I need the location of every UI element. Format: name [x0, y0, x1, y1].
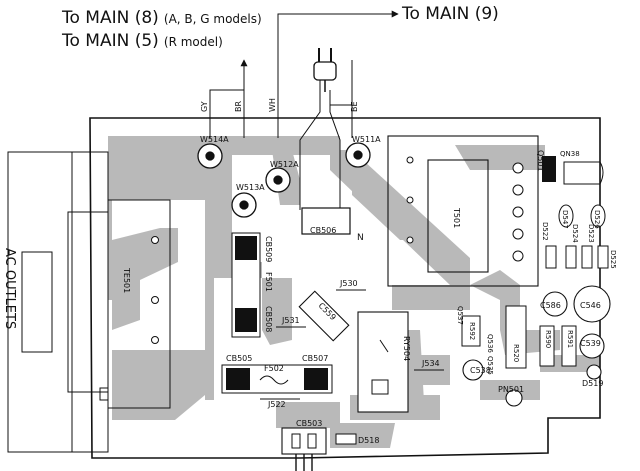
d524-label: D524: [571, 224, 579, 243]
d518-label: D518: [358, 436, 379, 445]
j522-label: J522: [267, 400, 286, 409]
wire-eyelets: [197, 142, 371, 218]
wire-label-gy: GY: [200, 101, 209, 112]
leader-lines: [209, 10, 399, 210]
to-main-5-note: (R model): [163, 35, 223, 49]
cb506-n-label: N: [357, 233, 364, 243]
qn38-label: QN38: [560, 150, 580, 158]
capacitors: [462, 285, 611, 407]
d523-label: D523: [587, 224, 595, 243]
f502-label: F502: [264, 364, 284, 373]
r590-label: R590: [544, 330, 552, 348]
cb508-label: CB508: [264, 306, 273, 332]
r592-label: R592: [468, 322, 476, 340]
c586-label: C586: [540, 301, 561, 310]
f501-label: F501: [264, 272, 273, 292]
fuse-f502-assembly: [221, 364, 333, 394]
transformer-pins: [406, 156, 524, 262]
to-main-9-text: To MAIN (9): [402, 4, 499, 24]
j534-label: J534: [421, 359, 440, 368]
to-main-8-label: To MAIN (8) (A, B, G models): [62, 8, 262, 28]
t501-label: T501: [452, 207, 461, 228]
cb503-label: CB503: [296, 419, 322, 428]
cb509-label: CB509: [264, 236, 273, 262]
q501-transistor: [542, 156, 556, 182]
d519-label: D519: [582, 379, 603, 388]
c559-capacitor: [298, 290, 350, 342]
c546-label: C546: [580, 301, 601, 310]
w511a-label: W511A: [352, 135, 381, 144]
ry504-label: RY504: [402, 336, 411, 361]
to-main-5-text: To MAIN (5): [62, 31, 159, 51]
j530-label: J530: [339, 279, 358, 288]
diode-bank: [545, 204, 609, 269]
cb506-connector: [301, 207, 351, 235]
cb507-label: CB507: [302, 354, 328, 363]
d518-diode: [335, 433, 357, 445]
r520-label: R520: [512, 344, 520, 362]
to-main-9-label: To MAIN (9): [402, 4, 499, 24]
te501-label: TE501: [122, 267, 131, 293]
heatsink-outline: [563, 161, 604, 185]
q536-label: Q536: [486, 334, 494, 353]
terminal-block-te501: [107, 199, 171, 409]
pn501-label: PN501: [498, 385, 524, 394]
w514a-label: W514A: [200, 135, 229, 144]
to-main-8-text: To MAIN (8): [62, 8, 159, 28]
board-outline: [89, 117, 601, 459]
cb506-label: CB506: [310, 226, 336, 235]
c538-label: C538: [470, 366, 491, 375]
j531-label: J531: [281, 316, 300, 325]
transformer-t501: [387, 135, 539, 287]
ac-outlets-label: AC OUTLETS: [2, 248, 17, 329]
q537-label: Q537: [456, 306, 464, 325]
w513a-label: W513A: [236, 183, 265, 192]
ac-plug-icon: [313, 48, 337, 92]
relay-ry504: [357, 311, 409, 413]
wire-label-wh: WH: [268, 98, 277, 112]
ac-outlet-block: [7, 151, 109, 453]
to-main-8-note: (A, B, G models): [163, 12, 262, 26]
w512a-label: W512A: [270, 160, 299, 169]
d522-label: D522: [541, 222, 549, 241]
d526-label: D526: [593, 210, 601, 229]
cb503-connector: [281, 427, 327, 471]
resistors: [461, 305, 577, 369]
to-main-5-label: To MAIN (5) (R model): [62, 31, 223, 51]
wire-label-be: BE: [350, 101, 359, 112]
r591-label: R591: [566, 330, 574, 348]
cb505-label: CB505: [226, 354, 252, 363]
fuse-f501-assembly: [231, 232, 261, 338]
c539-label: C539: [580, 339, 601, 348]
wire-label-br: BR: [234, 101, 243, 112]
d525-label: D525: [609, 250, 617, 269]
d547-label: D547: [561, 210, 569, 229]
q535-label: Q535: [486, 356, 494, 375]
q501-label: Q501: [536, 150, 545, 172]
copper-traces: [108, 136, 600, 448]
